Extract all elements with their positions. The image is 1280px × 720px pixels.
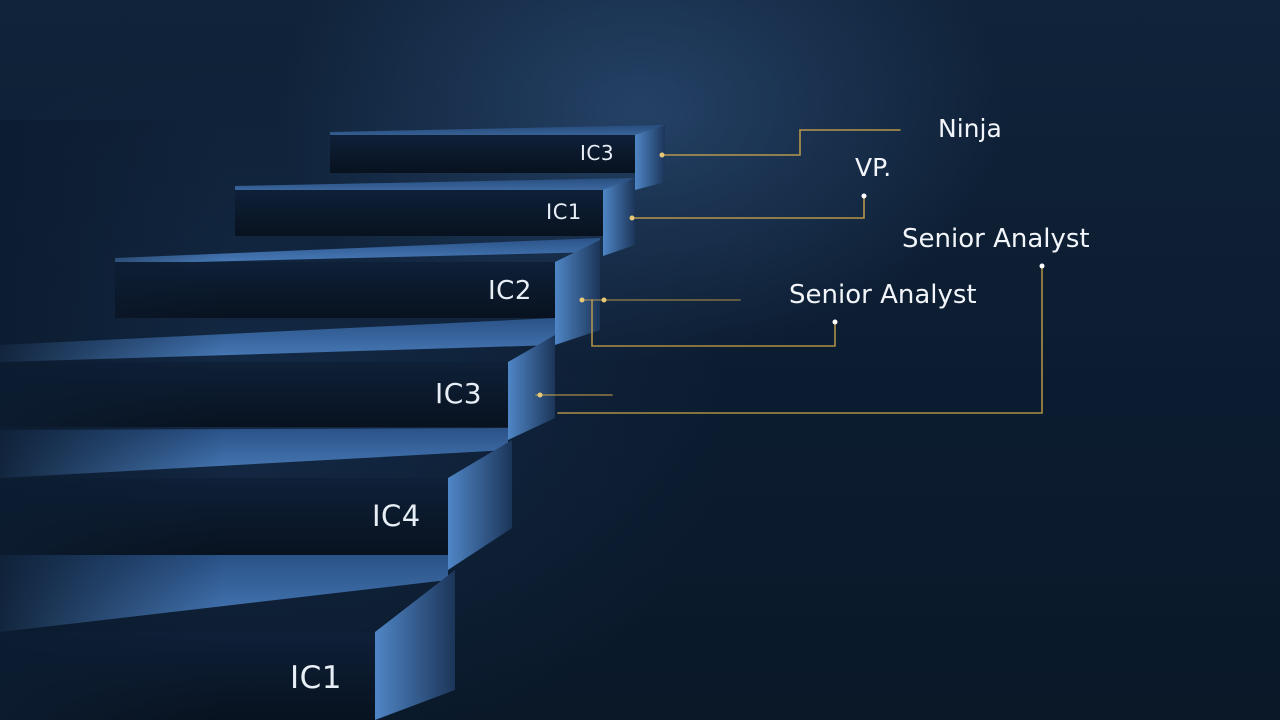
role-label-vp: VP. [855, 153, 892, 182]
dot-senior-analyst-upper [1039, 263, 1045, 269]
connector-vp [631, 195, 865, 219]
step-label-1: IC1 [290, 660, 343, 696]
step-label-3: IC3 [435, 377, 483, 410]
connector-senior-analyst-lower [591, 299, 836, 347]
dot-senior-analyst-lower [832, 319, 838, 325]
step-label-5: IC1 [546, 200, 582, 224]
role-label-senior-analyst-lower: Senior Analyst [789, 280, 977, 310]
dot-step-6 [659, 152, 665, 158]
step-label-4: IC2 [488, 276, 532, 306]
left-fade [0, 120, 640, 720]
connector-senior-analyst-upper [557, 265, 1043, 414]
dot-step-5 [629, 215, 635, 221]
dot-step-4-a [579, 297, 585, 303]
dot-vp [861, 193, 867, 199]
step-label-6: IC3 [580, 141, 615, 165]
connector-dots [537, 152, 1045, 398]
step-label-2: IC4 [372, 499, 421, 533]
role-label-senior-analyst-upper: Senior Analyst [902, 224, 1090, 254]
role-label-ninja: Ninja [938, 114, 1002, 143]
connector-lines [535, 129, 1043, 414]
connector-ninja [661, 129, 901, 156]
dot-step-4-b [601, 297, 607, 303]
dot-step-3 [537, 392, 543, 398]
